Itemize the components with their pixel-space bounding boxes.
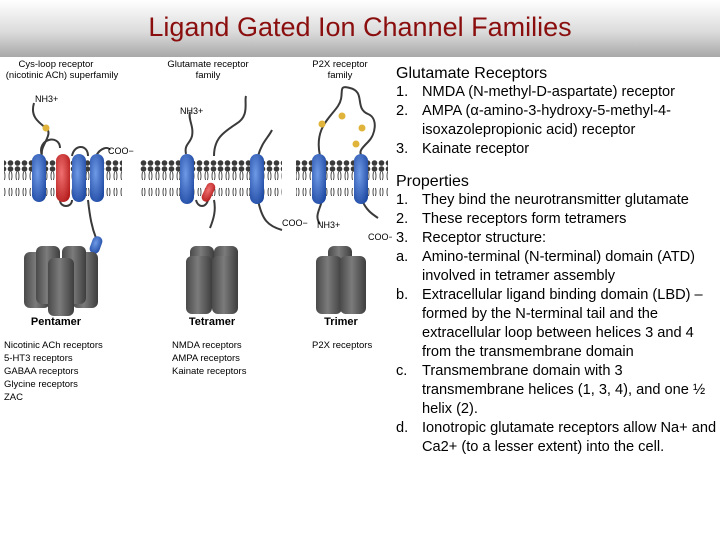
disulfide-bridge-icon — [42, 124, 50, 132]
slide-title: Ligand Gated Ion Channel Families — [148, 12, 572, 42]
list-item: a.Amino-terminal (N-terminal) domain (AT… — [396, 249, 696, 284]
receptor-nachr: Nicotinic ACh receptors — [4, 340, 103, 351]
family-label-p2x-l2: family — [328, 70, 353, 81]
terminus-n-cysloop: NH3+ — [35, 94, 58, 104]
trimer-icon — [316, 246, 366, 314]
list-item: 3.Kainate receptor — [396, 141, 530, 157]
terminus-n-p2x: NH3+ — [317, 220, 340, 230]
list-item: b.Extracellular ligand binding domain (L… — [396, 287, 703, 360]
assembly-label-tetramer: Tetramer — [189, 316, 236, 328]
family-label-cysloop-l2: (nicotinic ACh) superfamily — [6, 70, 119, 81]
receptor-p2x: P2X receptors — [312, 340, 372, 351]
ion-channel-diagram: Cys-loop receptor (nicotinic ACh) superf… — [4, 59, 392, 403]
cysloop-topology: NH3+ COO− — [32, 94, 134, 254]
list-item: d.Ionotropic glutamate receptors allow N… — [396, 420, 717, 455]
glutamate-heading: Glutamate Receptors — [396, 65, 548, 82]
list-item: 1.They bind the neurotransmitter glutama… — [396, 192, 689, 208]
terminus-c-p2x: COO− — [368, 232, 392, 242]
intracellular-helix-icon — [89, 236, 103, 254]
receptor-kainate: Kainate receptors — [172, 366, 247, 377]
family-label-p2x-l1: P2X receptor — [312, 59, 367, 70]
family-label-glutamate-l2: family — [196, 70, 221, 81]
receptor-glycine: Glycine receptors — [4, 379, 78, 390]
pentamer-icon — [24, 246, 98, 316]
tetramer-icon — [186, 246, 238, 314]
list-item: 2.These receptors form tetramers — [396, 211, 627, 227]
text-panel: Glutamate Receptors 1.NMDA (N-methyl-D-a… — [396, 64, 718, 457]
list-item: 2.AMPA (α-amino-3-hydroxy-5-methyl-4-iso… — [396, 103, 672, 138]
title-bar — [0, 0, 720, 57]
receptor-zac: ZAC — [4, 392, 23, 403]
list-item: 3.Receptor structure: — [396, 230, 547, 246]
glutamate-list: 1.NMDA (N-methyl-D-aspartate) receptor 2… — [396, 83, 718, 159]
helix-bundle — [32, 154, 104, 202]
receptor-5ht3: 5-HT3 receptors — [4, 353, 73, 364]
family-label-cysloop-l1: Cys-loop receptor — [19, 59, 94, 70]
assembly-label-trimer: Trimer — [324, 316, 358, 328]
terminus-n-glutamate: NH3+ — [180, 106, 203, 116]
receptor-nmda: NMDA receptors — [172, 340, 242, 351]
receptor-ampa: AMPA receptors — [172, 353, 240, 364]
properties-heading: Properties — [396, 173, 469, 190]
glutamate-topology: NH3+ COO− — [180, 95, 308, 231]
terminus-c-cysloop: COO− — [108, 146, 134, 156]
assembly-label-pentamer: Pentamer — [31, 316, 82, 328]
properties-list: 1.They bind the neurotransmitter glutama… — [396, 191, 718, 457]
family-label-glutamate-l1: Glutamate receptor — [167, 59, 248, 70]
list-item: c.Transmembrane domain with 3 transmembr… — [396, 363, 706, 417]
ion-channel-figure: Cys-loop receptor (nicotinic ACh) superf… — [0, 58, 392, 403]
terminus-c-glutamate: COO− — [282, 218, 308, 228]
membrane-bilayer-right — [296, 160, 388, 196]
receptor-gabaa: GABAA receptors — [4, 366, 79, 377]
p2x-topology: NH3+ COO− — [312, 86, 392, 242]
list-item: 1.NMDA (N-methyl-D-aspartate) receptor — [396, 84, 676, 100]
